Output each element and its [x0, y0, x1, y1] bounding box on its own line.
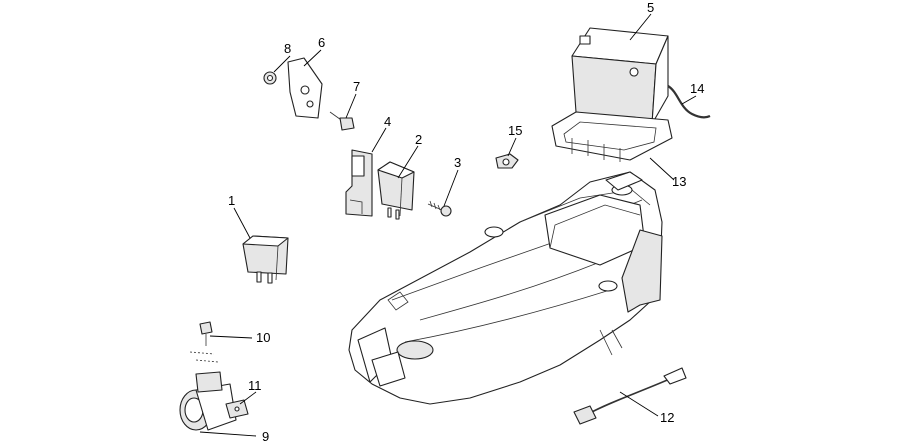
callout-2: 2 [415, 132, 422, 147]
callout-11: 11 [248, 378, 262, 393]
clip-11 [225, 399, 249, 419]
callout-5: 5 [647, 0, 654, 15]
callout-13: 13 [672, 174, 686, 189]
helmet-compartment [348, 171, 663, 405]
callout-8: 8 [284, 41, 291, 56]
battery-5 [571, 27, 669, 125]
callout-4: 4 [384, 114, 391, 129]
relay-1 [242, 235, 289, 284]
screw-10 [189, 321, 219, 363]
bracket-4 [345, 149, 373, 217]
vent-hose-14 [667, 85, 711, 119]
clamp-15 [495, 153, 519, 169]
callout-9: 9 [262, 429, 269, 443]
screw-3 [427, 200, 452, 217]
callout-15: 15 [508, 123, 522, 138]
callout-14: 14 [690, 81, 704, 96]
bracket-plate-6 [287, 57, 323, 119]
leader-lines [199, 13, 697, 437]
callout-1: 1 [228, 193, 235, 208]
callout-12: 12 [660, 410, 674, 425]
sensor-12 [573, 367, 687, 425]
relay-2 [377, 161, 415, 220]
horn-9 [179, 371, 237, 431]
callout-3: 3 [454, 155, 461, 170]
callout-7: 7 [353, 79, 360, 94]
battery-tray-13 [551, 111, 673, 162]
callout-6: 6 [318, 35, 325, 50]
nut-8 [263, 71, 277, 85]
callout-10: 10 [256, 330, 270, 345]
bolt-7 [329, 111, 355, 131]
